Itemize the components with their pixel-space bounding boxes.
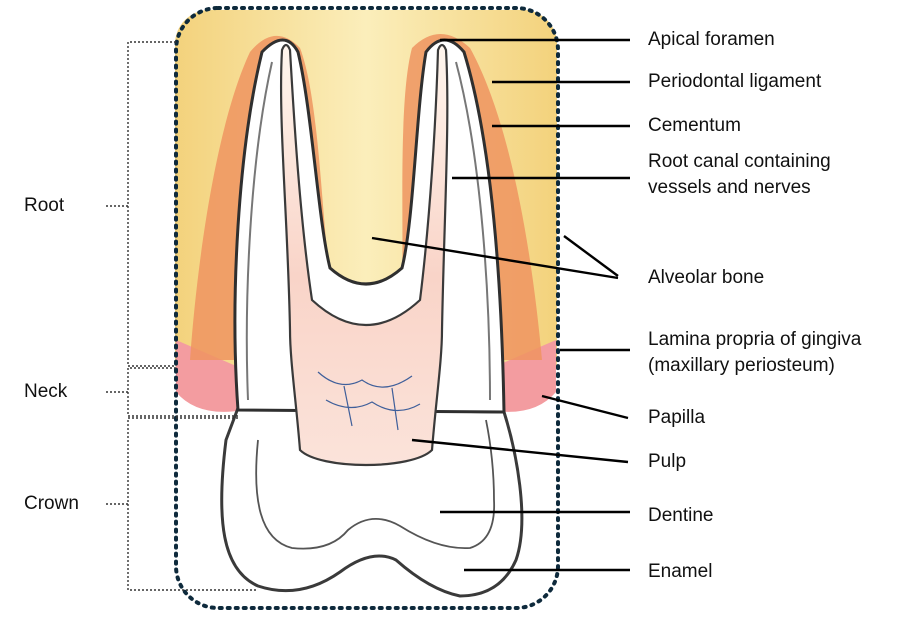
papilla-line (542, 396, 628, 418)
label-cementum: Cementum (648, 114, 741, 138)
label-alveolar-bone: Alveolar bone (648, 266, 764, 290)
label-root: Root (24, 194, 64, 218)
label-lamina-line1: Lamina propria of gingiva (648, 328, 861, 352)
label-neck: Neck (24, 380, 67, 404)
label-enamel: Enamel (648, 560, 712, 584)
label-lamina-line2: (maxillary periosteum) (648, 354, 835, 378)
label-crown: Crown (24, 492, 79, 516)
label-root-canal-line2: vessels and nerves (648, 176, 811, 200)
label-dentine: Dentine (648, 504, 714, 528)
label-papilla: Papilla (648, 406, 705, 430)
label-root-canal-line1: Root canal containing (648, 150, 831, 174)
label-apical-foramen: Apical foramen (648, 28, 775, 52)
label-pulp: Pulp (648, 450, 686, 474)
label-periodontal-ligament: Periodontal ligament (648, 70, 821, 94)
